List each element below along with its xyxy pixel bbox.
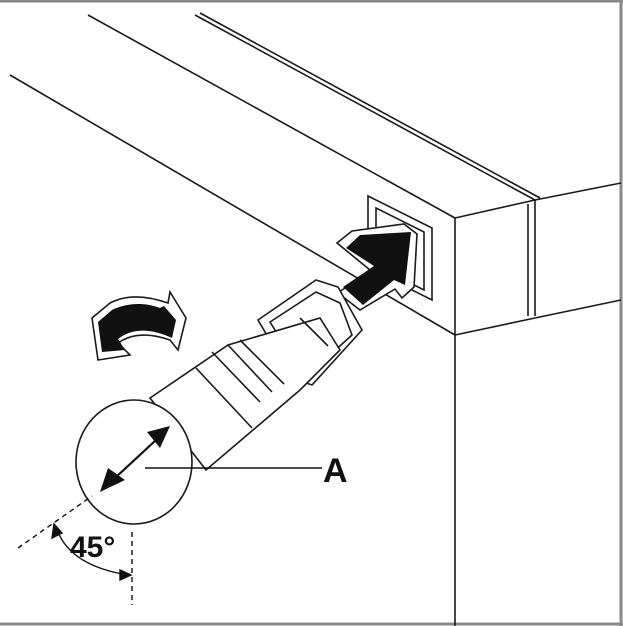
angle-indicator [17, 495, 133, 605]
push-arrow-icon [335, 223, 418, 311]
diameter-arrow-icon [100, 426, 170, 492]
cabinet-outline [9, 12, 622, 626]
label-a: A [323, 452, 348, 490]
insertion-tool [75, 279, 363, 525]
rotate-arrow-icon [91, 289, 187, 361]
angle-label: 45° [70, 531, 115, 564]
